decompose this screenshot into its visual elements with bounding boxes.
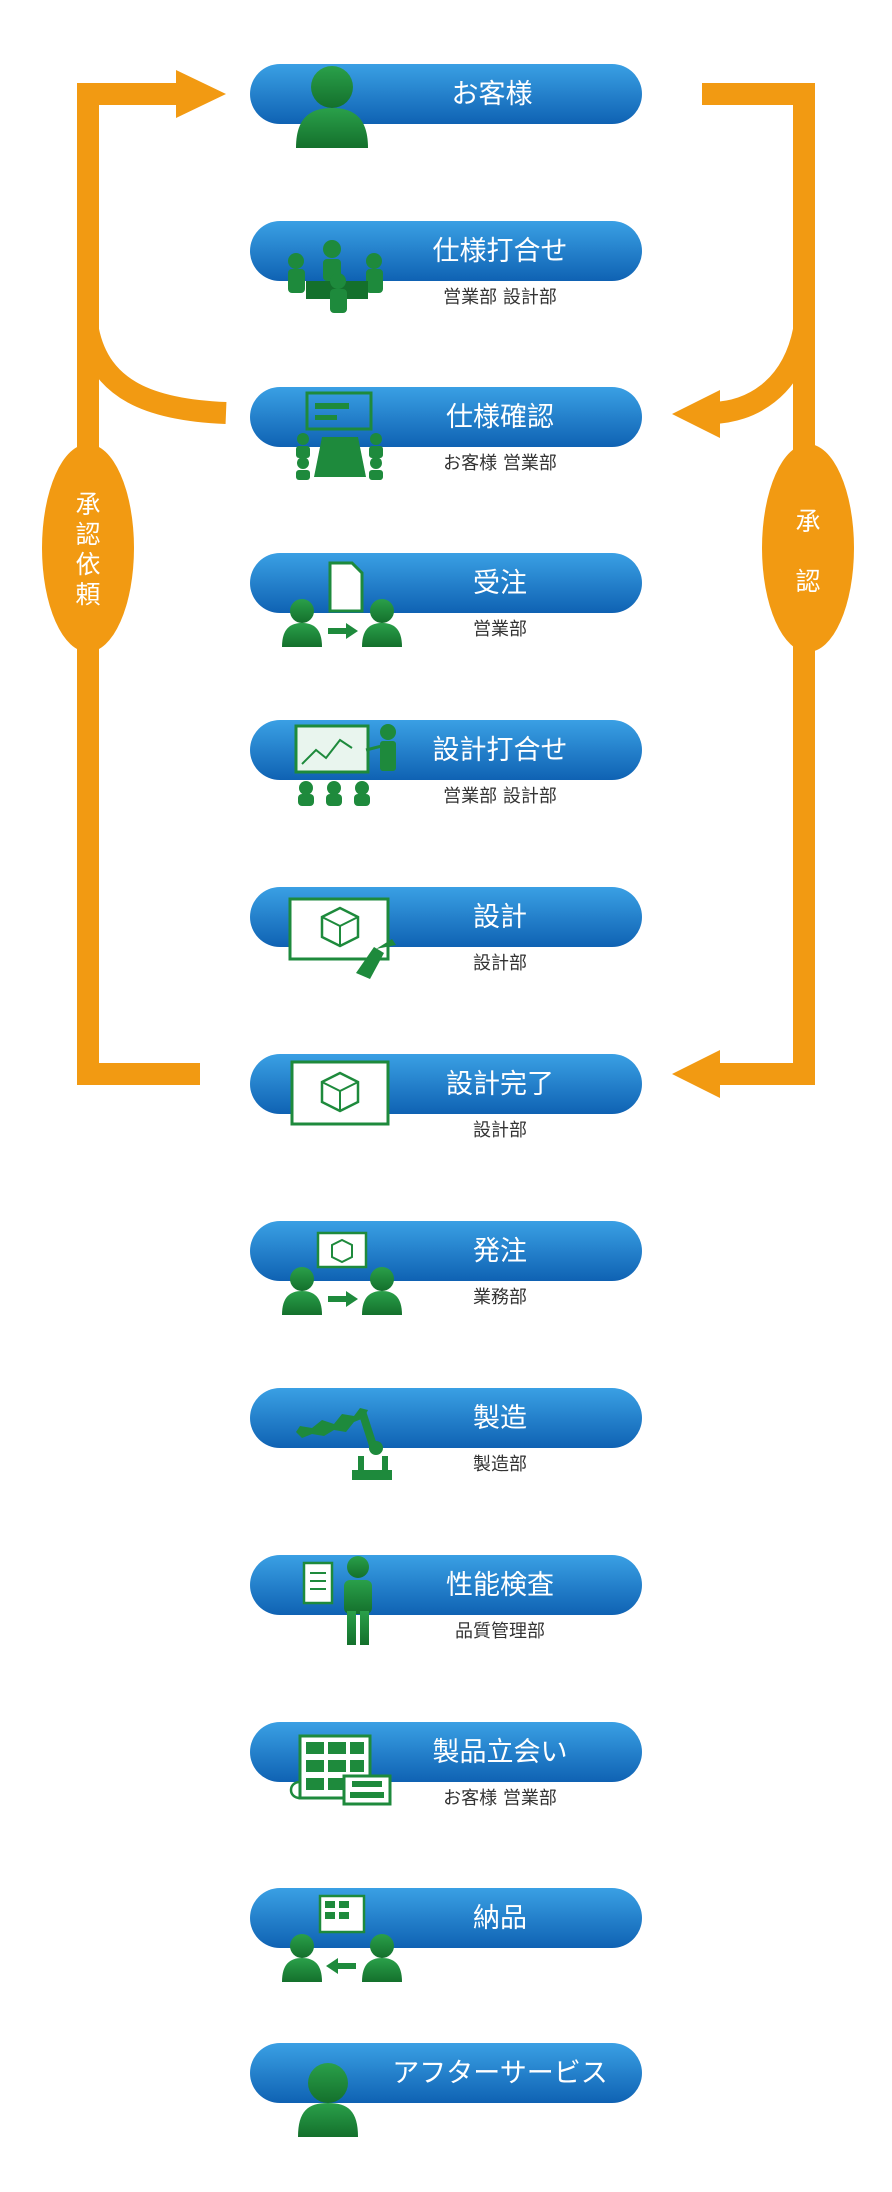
step-title: 設計 [473,902,527,933]
step-7: 設計完了 設計部 [250,1054,642,1141]
step-10: 性能検査 品質管理部 [250,1555,642,1645]
step-department: 営業部 [473,619,527,640]
step-5: 設計打合せ 営業部 設計部 [250,720,642,807]
side-label-char: 依 [75,550,100,579]
step-title: 設計完了 [446,1069,554,1100]
step-department: 営業部 設計部 [443,287,557,308]
order-handover-icon [282,561,402,647]
right-loop-arrowhead-lower [672,1050,720,1098]
step-title: 設計打合せ [433,735,568,766]
step-title: アフターサービス [392,2058,607,2089]
step-title: 製造 [473,1403,527,1434]
step-pill [250,2043,642,2103]
step-department: 営業部 設計部 [443,786,557,807]
left-side-badge: 承 認 依 頼 [42,444,134,652]
side-label-char: 承 [795,507,820,536]
service-person-icon [298,2063,358,2137]
cad-monitor-icon [290,1060,390,1126]
step-title: 仕様打合せ [433,236,568,267]
control-panel-icon [289,1734,392,1806]
step-title: 納品 [473,1903,527,1934]
chart-presenter-icon [294,724,396,806]
step-4: 受注 営業部 [250,553,642,647]
step-title: 製品立会い [433,1737,568,1768]
purchase-order-icon [282,1231,402,1315]
step-department: お客様 営業部 [443,453,557,474]
step-1: お客様 [250,64,642,148]
person-icon [296,66,368,148]
step-pill [250,1388,642,1448]
step-13: アフターサービス [250,2043,642,2137]
step-title: 仕様確認 [446,402,554,433]
inspector-icon [302,1556,372,1645]
step-3: 仕様確認 お客様 営業部 [250,387,642,480]
step-pill [250,221,642,281]
presentation-table-icon [296,391,383,480]
step-title: お客様 [452,79,533,110]
step-department: 設計部 [473,1120,527,1141]
step-department: 業務部 [473,1287,527,1308]
cad-design-icon [288,897,396,979]
step-12: 納品 [250,1888,642,1982]
step-pill [250,387,642,447]
delivery-icon [282,1894,402,1982]
step-title: 受注 [473,568,527,599]
meeting-group-icon [288,240,383,313]
step-6: 設計 設計部 [250,887,642,979]
side-label-char: 承 [75,490,100,519]
step-department: 製造部 [473,1454,527,1475]
step-2: 仕様打合せ 営業部 設計部 [250,221,642,313]
step-department: 品質管理部 [455,1621,545,1642]
step-11: 製品立会い お客様 営業部 [250,1722,642,1809]
step-department: 設計部 [473,953,527,974]
right-side-badge: 承 認 [762,444,854,652]
side-label-char: 頼 [75,580,100,609]
robot-arm-icon [296,1408,392,1480]
step-department: お客様 営業部 [443,1788,557,1809]
step-title: 性能検査 [446,1570,554,1601]
step-8: 発注 業務部 [250,1221,642,1315]
step-9: 製造 製造部 [250,1388,642,1480]
side-label-char: 認 [795,567,820,596]
right-loop-arrowhead-upper [672,390,720,438]
left-loop-arrowhead [176,70,226,118]
step-title: 発注 [473,1236,527,1267]
side-label-char: 認 [75,520,100,549]
